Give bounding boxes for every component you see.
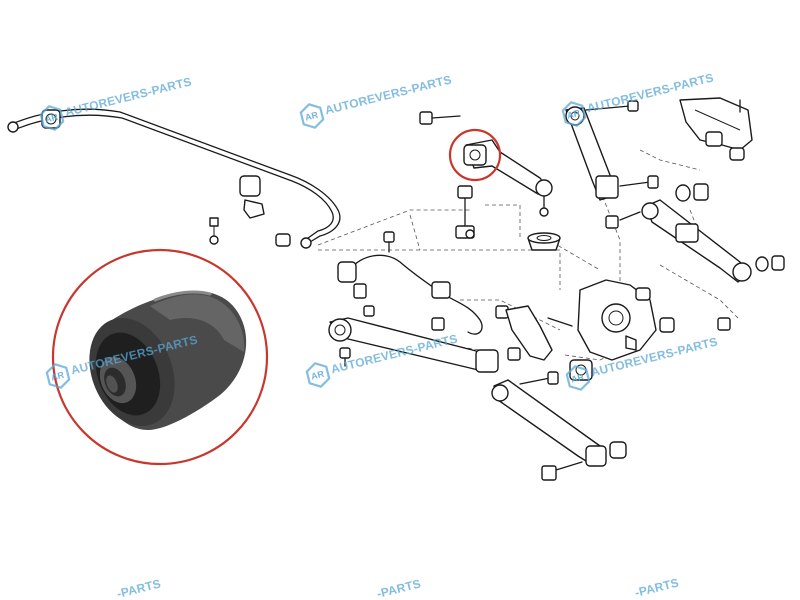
stabilizer-bracket bbox=[243, 199, 265, 219]
svg-text:AUTOREVERS-PARTS: AUTOREVERS-PARTS bbox=[323, 72, 453, 117]
svg-text:-PARTS: -PARTS bbox=[115, 576, 162, 600]
watermark: AR AUTOREVERS-PARTS bbox=[39, 74, 193, 131]
stabilizer-bushing bbox=[239, 175, 261, 197]
stabilizer-link bbox=[455, 185, 475, 239]
svg-text:AUTOREVERS-PARTS: AUTOREVERS-PARTS bbox=[63, 74, 193, 119]
svg-text:-PARTS: -PARTS bbox=[633, 575, 680, 599]
bushing-illustration bbox=[89, 290, 247, 430]
mount-bracket bbox=[505, 305, 573, 361]
upper-mount-bracket bbox=[679, 97, 753, 161]
washers bbox=[675, 183, 785, 272]
abs-sensor-wire bbox=[337, 231, 509, 335]
control-arm-bushing bbox=[463, 144, 487, 166]
svg-text:AR: AR bbox=[570, 372, 586, 385]
stabilizer-bar bbox=[7, 108, 341, 249]
svg-text:AR: AR bbox=[566, 108, 582, 121]
knuckle bbox=[569, 279, 731, 381]
bushing-zoom-callout bbox=[51, 248, 269, 466]
svg-text:AR: AR bbox=[50, 370, 66, 383]
zoom-circle bbox=[51, 248, 269, 466]
watermark-partial: -PARTS bbox=[633, 575, 680, 599]
upper-control-arm bbox=[419, 111, 553, 217]
spring-seat bbox=[527, 232, 561, 251]
nut bbox=[275, 233, 291, 247]
watermark-partial: -PARTS bbox=[375, 576, 422, 600]
svg-text:AR: AR bbox=[304, 110, 320, 123]
svg-text:AR: AR bbox=[310, 369, 326, 382]
lateral-link bbox=[605, 199, 752, 283]
lower-rear-arm bbox=[491, 371, 627, 481]
highlight-circle bbox=[448, 128, 502, 182]
svg-text:-PARTS: -PARTS bbox=[375, 576, 422, 600]
svg-text:AR: AR bbox=[44, 112, 60, 125]
lower-front-arm bbox=[328, 317, 499, 373]
watermark-partial: -PARTS bbox=[115, 576, 162, 600]
